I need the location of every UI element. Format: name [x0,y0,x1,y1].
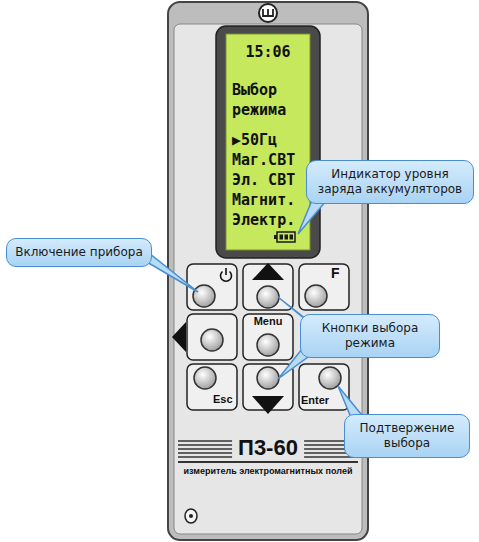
key-label: Enter [301,394,329,407]
key-button [319,367,341,389]
menu-item: ▶50Гц [232,130,308,150]
battery-bar [285,235,289,240]
device-subtitle: измеритель электромагнитных полей [184,466,353,477]
battery-bar [280,235,284,240]
screen-heading: Выбор режима [232,80,308,120]
model-underline [178,461,358,463]
model-name: П3-60 [232,435,304,461]
power-key [187,264,237,310]
callout-text: Подтвержение выбора [353,421,461,451]
logo [259,4,277,22]
battery-tip [274,235,277,239]
callout-text: Индикатор уровня заряда аккумуляторов [315,167,465,197]
callout-text: Кнопки выбора режима [309,321,431,351]
callout-bubble: Включение прибора [6,238,152,267]
esc-key [187,364,237,410]
sensor-dot [189,514,193,518]
menu-item: Магнит. [232,190,308,210]
sensor-mark [185,509,197,523]
logo-mark [263,9,273,16]
callout-bubble: Кнопки выбора режима [300,314,440,358]
up-arrow [252,263,284,280]
device-body [168,2,368,540]
key-label: F [331,265,340,282]
callout-bubble: Подтвержение выбора [344,414,470,458]
key-button [193,285,215,307]
menu-item: Маг.СВТ [232,150,308,170]
battery-icon [277,232,295,242]
key-button [257,367,279,389]
key-button [305,285,327,307]
f-key [299,264,349,310]
left-key [187,314,237,360]
menu-key [243,314,293,360]
power-symbol [225,268,227,275]
callout-text: Включение прибора [15,245,143,260]
down-arrow [252,396,284,414]
lcd-screen: 15:06Выбор режима ▶50ГцМаг.СВТЭл. СВТМагн… [226,34,310,250]
key-label: Menu [254,315,283,328]
key-label: Esc [213,393,233,406]
enter-key [299,364,349,410]
clock-readout: 15:06 [226,42,310,62]
menu-item: Электр. [232,210,308,230]
key-button [257,334,279,356]
lcd-display [226,34,310,250]
device-panel [174,24,362,534]
battery-bar [290,235,294,240]
key-button [194,367,216,389]
key-button [201,329,223,351]
left-arrow [172,322,186,352]
menu-item: Эл. СВТ [232,170,308,190]
callout-bubble: Индикатор уровня заряда аккумуляторов [306,160,474,204]
key-button [257,286,279,308]
